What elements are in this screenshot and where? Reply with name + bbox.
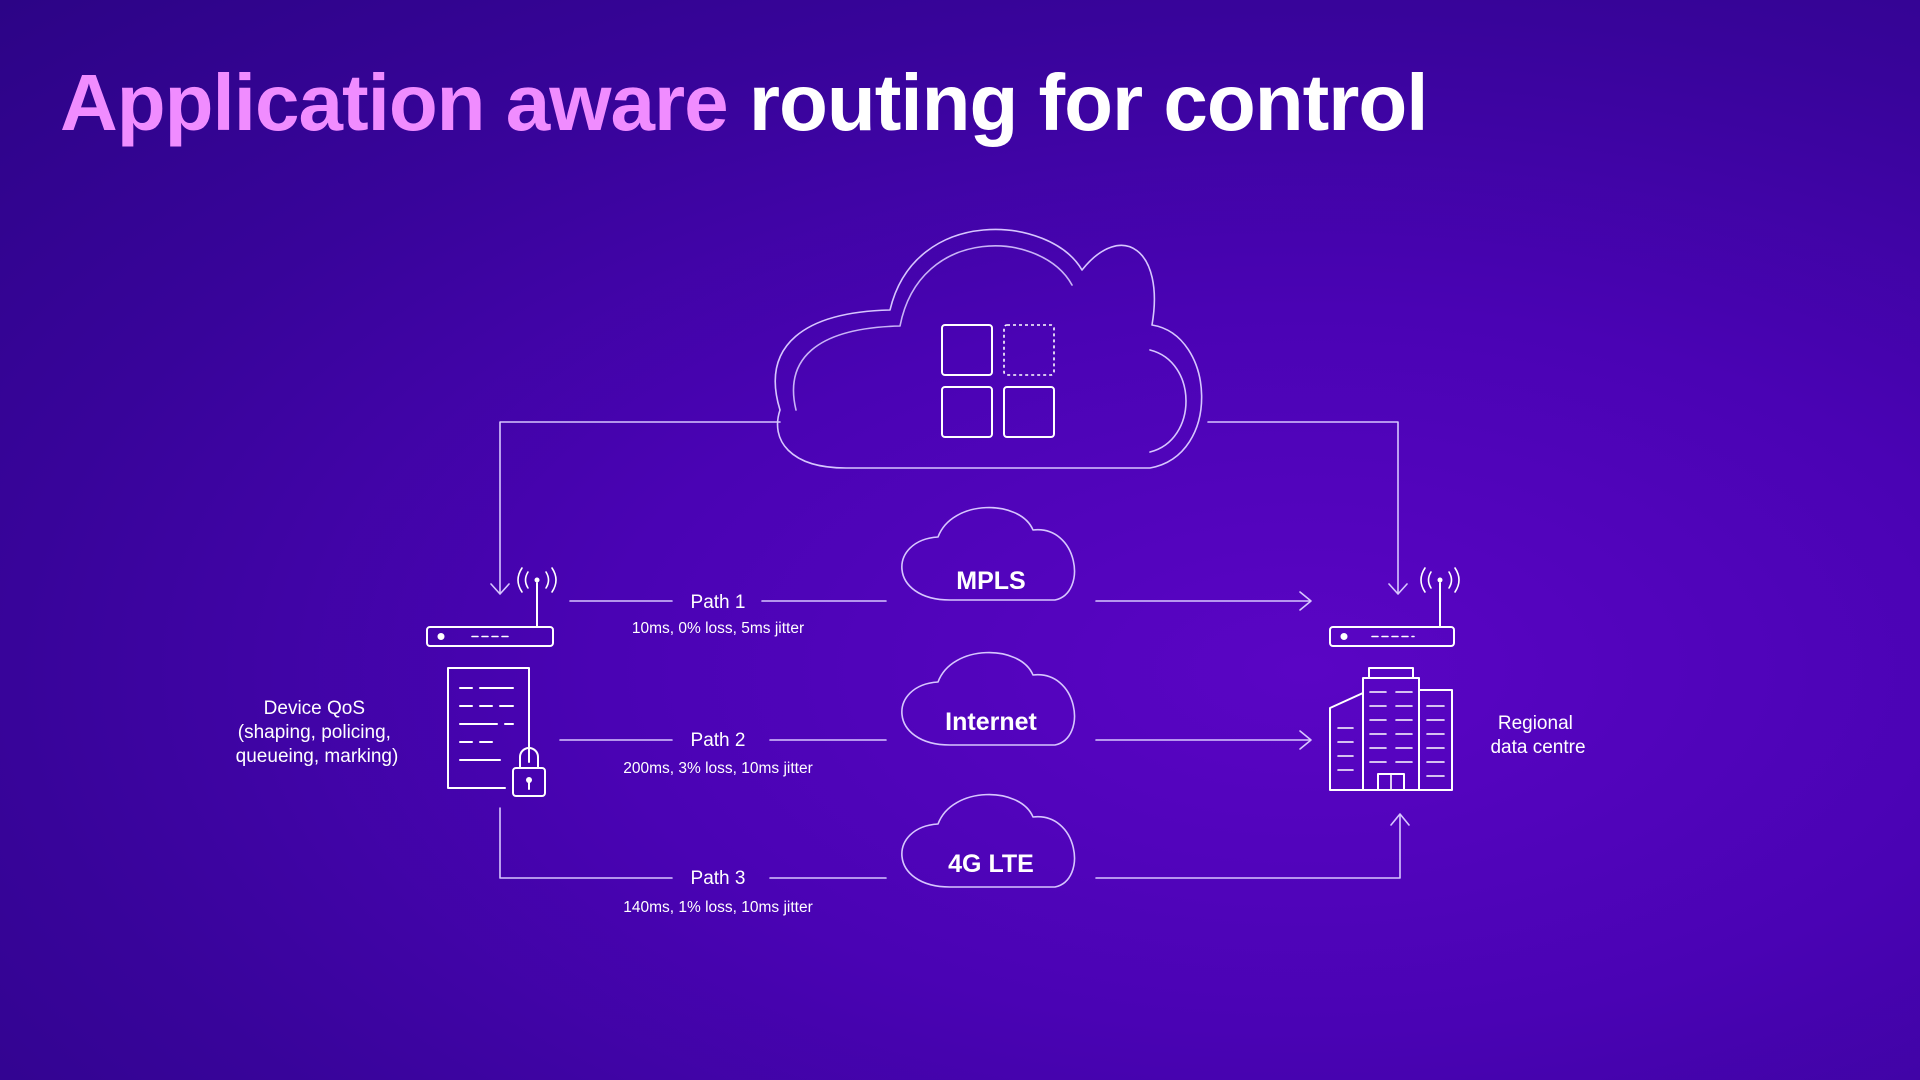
mpls-cloud: MPLS bbox=[901, 506, 1076, 601]
regional-data-centre-label-line-2: data centre bbox=[1490, 737, 1585, 758]
control-connector-left bbox=[490, 421, 781, 595]
page-title: Application aware routing for control bbox=[60, 48, 1428, 158]
app-grid-icon bbox=[941, 324, 1055, 438]
path-1-connector bbox=[569, 591, 1312, 611]
path-3-connector bbox=[499, 807, 1410, 879]
regional-data-centre-label: Regional data centre bbox=[1490, 713, 1585, 758]
control-cloud-icon bbox=[774, 228, 1203, 469]
device-qos-label-line-3: queueing, marking) bbox=[236, 746, 399, 767]
datacentre-router-icon bbox=[1329, 567, 1460, 647]
regional-data-centre-label-line-1: Regional bbox=[1498, 713, 1573, 734]
path-2-label: Path 2 bbox=[691, 730, 746, 751]
lte-cloud: 4G LTE bbox=[901, 793, 1076, 888]
device-qos-label-line-2: (shaping, policing, bbox=[238, 722, 391, 743]
path-1-metrics: 10ms, 0% loss, 5ms jitter bbox=[632, 620, 804, 637]
mpls-cloud-label: MPLS bbox=[956, 567, 1025, 595]
path-2-metrics: 200ms, 3% loss, 10ms jitter bbox=[623, 760, 813, 777]
document-lock-icon bbox=[447, 667, 546, 797]
path-1-label: Path 1 bbox=[691, 592, 746, 613]
wireless-router-icon bbox=[426, 567, 557, 647]
device-qos-label-line-1: Device QoS bbox=[264, 698, 365, 719]
title-rest: routing for control bbox=[727, 58, 1429, 147]
office-building-icon bbox=[1329, 667, 1453, 791]
device-qos-label: Device QoS (shaping, policing, queueing,… bbox=[236, 698, 399, 767]
path-3-label: Path 3 bbox=[691, 868, 746, 889]
internet-cloud-label: Internet bbox=[945, 708, 1037, 736]
path-2-connector bbox=[559, 730, 1312, 750]
path-3-metrics: 140ms, 1% loss, 10ms jitter bbox=[623, 899, 813, 916]
lte-cloud-label: 4G LTE bbox=[948, 850, 1034, 878]
control-connector-right bbox=[1207, 421, 1408, 595]
internet-cloud: Internet bbox=[901, 651, 1076, 746]
title-accent: Application aware bbox=[60, 58, 729, 147]
